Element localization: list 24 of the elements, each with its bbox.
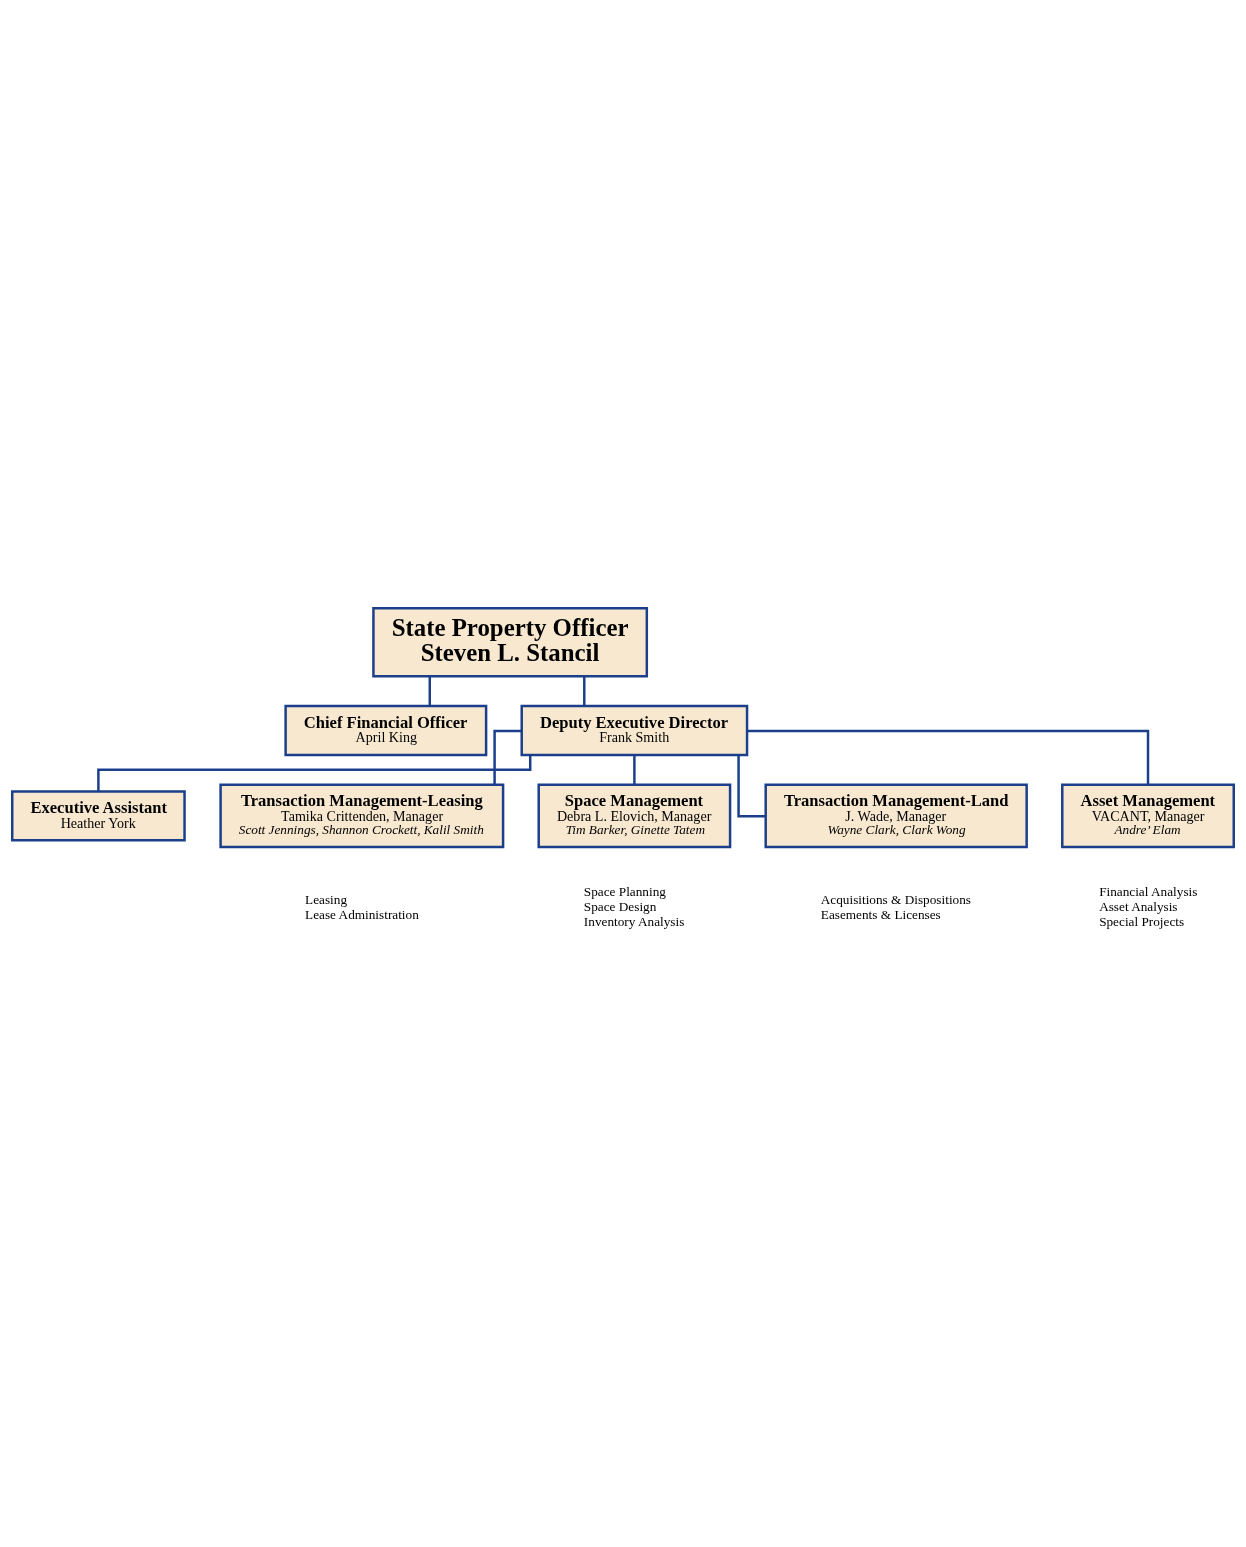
connector xyxy=(633,754,636,785)
node-box: Executive Assistant Heather York xyxy=(11,789,186,841)
node-label: Leasing xyxy=(305,891,348,907)
node-label: Space Planning xyxy=(583,883,666,899)
node-box: Transaction Management-Leasing Tamika Crittenden, Manager Scott Jennings, Shannon Crockett, Kalil Smith xyxy=(219,783,505,848)
node-label: Easements & Licenses xyxy=(820,906,941,922)
connector xyxy=(737,754,766,817)
node-box: Space Management Debra L. Elovich, Manager Tim Barker, Ginette Tatem xyxy=(537,783,732,848)
node-label: Acquisitions & Dispositions xyxy=(820,891,971,907)
node-label: Inventory Analysis xyxy=(583,913,685,929)
connector xyxy=(493,729,522,785)
node-label: Special Projects xyxy=(1099,913,1185,929)
connector xyxy=(428,675,431,706)
node-box: Chief Financial Officer April King xyxy=(284,704,488,756)
node-label: Space Design xyxy=(583,898,657,914)
connector xyxy=(747,729,1150,785)
node-box: State Property Officer Steven L. Stancil xyxy=(372,606,649,677)
node-label: Financial Analysis xyxy=(1099,883,1198,899)
node-box: Deputy Executive Director Frank Smith xyxy=(520,704,749,756)
node-box: Transaction Management-Land J. Wade, Manager Wayne Clark, Clark Wong xyxy=(764,783,1028,848)
connector xyxy=(583,675,586,706)
node-label: Lease Administration xyxy=(305,906,419,922)
node-label: Asset Analysis xyxy=(1099,898,1178,914)
node-box: Asset Management VACANT, Manager Andre’ Elam xyxy=(1061,783,1235,848)
